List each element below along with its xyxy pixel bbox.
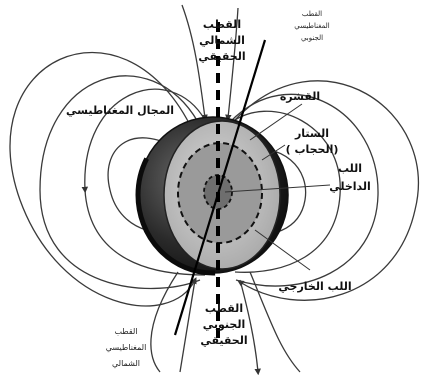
label-magnetic-south-line2: المغناطيسي <box>294 22 330 30</box>
label-magnetic-north-line2: المغناطيسي <box>106 343 147 352</box>
label-true-north-line1: القطب <box>203 18 241 31</box>
label-magnetic-south-line3: الجنوبي <box>301 34 323 42</box>
label-true-south-line1: القطب <box>205 302 243 315</box>
label-mantle-line2: ( الحجاب) <box>286 143 339 156</box>
label-true-south-line3: الحقيقي <box>200 334 247 347</box>
label-magnetic-south-line1: القطب <box>302 10 322 18</box>
label-magnetic-north-line1: القطب <box>114 327 137 336</box>
label-magnetic-field: المجال المغناطيسي <box>66 104 174 117</box>
label-true-south-line2: الجنوبي <box>203 318 245 331</box>
label-magnetic-north: القطب المغناطيسي الشمالي <box>106 327 147 368</box>
label-true-south: القطب الجنوبي الحقيقي <box>200 302 247 347</box>
label-magnetic-south: القطب المغناطيسي الجنوبي <box>294 10 330 42</box>
label-magnetic-north-line3: الشمالي <box>112 359 140 368</box>
label-mantle-line1: الستار <box>294 127 329 140</box>
label-inner-core: اللب الداخلي <box>329 162 371 193</box>
label-crust: القشرة <box>280 90 320 103</box>
earth-globe <box>138 117 288 273</box>
label-outer-core: اللب الخارجي <box>278 280 351 293</box>
label-true-north-line3: الحقيقي <box>198 50 245 63</box>
label-inner-core-line2: الداخلي <box>329 180 371 193</box>
label-true-north: القطب الشمالي الحقيقي <box>198 18 245 63</box>
label-mantle: الستار ( الحجاب) <box>286 127 339 156</box>
label-true-north-line2: الشمالي <box>199 34 245 47</box>
label-inner-core-line1: اللب <box>338 162 362 175</box>
